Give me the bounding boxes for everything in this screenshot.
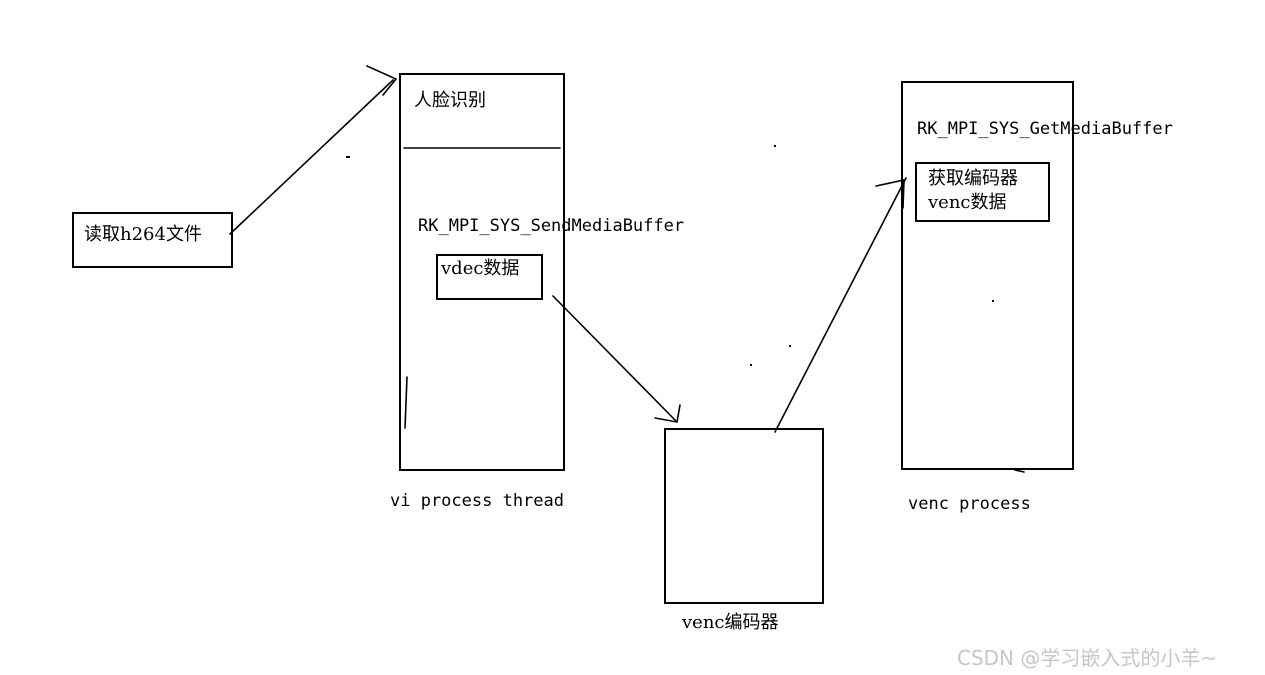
venc-encoder-caption: venc编码器 [682,612,779,633]
vi-process-caption: vi process thread [390,491,564,511]
stray-mark [346,156,350,158]
get-media-buffer-label: RK_MPI_SYS_GetMediaBuffer [917,119,1173,139]
face-recognition-title: 人脸识别 [414,90,486,111]
venc-process-box [901,81,1074,470]
read-file-label: 读取h264文件 [84,224,202,245]
stray-mark [992,300,994,302]
vi-process-box [399,73,565,471]
read-file-box [72,212,233,268]
venc-data-label: 获取编码器 venc数据 [928,168,1018,213]
stray-mark [774,145,776,147]
stray-mark [750,364,752,366]
send-media-buffer-label: RK_MPI_SYS_SendMediaBuffer [418,216,685,236]
venc-encoder-box [664,428,824,604]
venc-process-caption: venc process [908,494,1031,514]
watermark: CSDN @学习嵌入式的小羊~ [957,646,1218,670]
stray-mark [789,345,791,347]
vdec-data-label: vdec数据 [441,258,520,279]
vdec-data-box [436,254,543,300]
venc-data-box [915,162,1050,222]
